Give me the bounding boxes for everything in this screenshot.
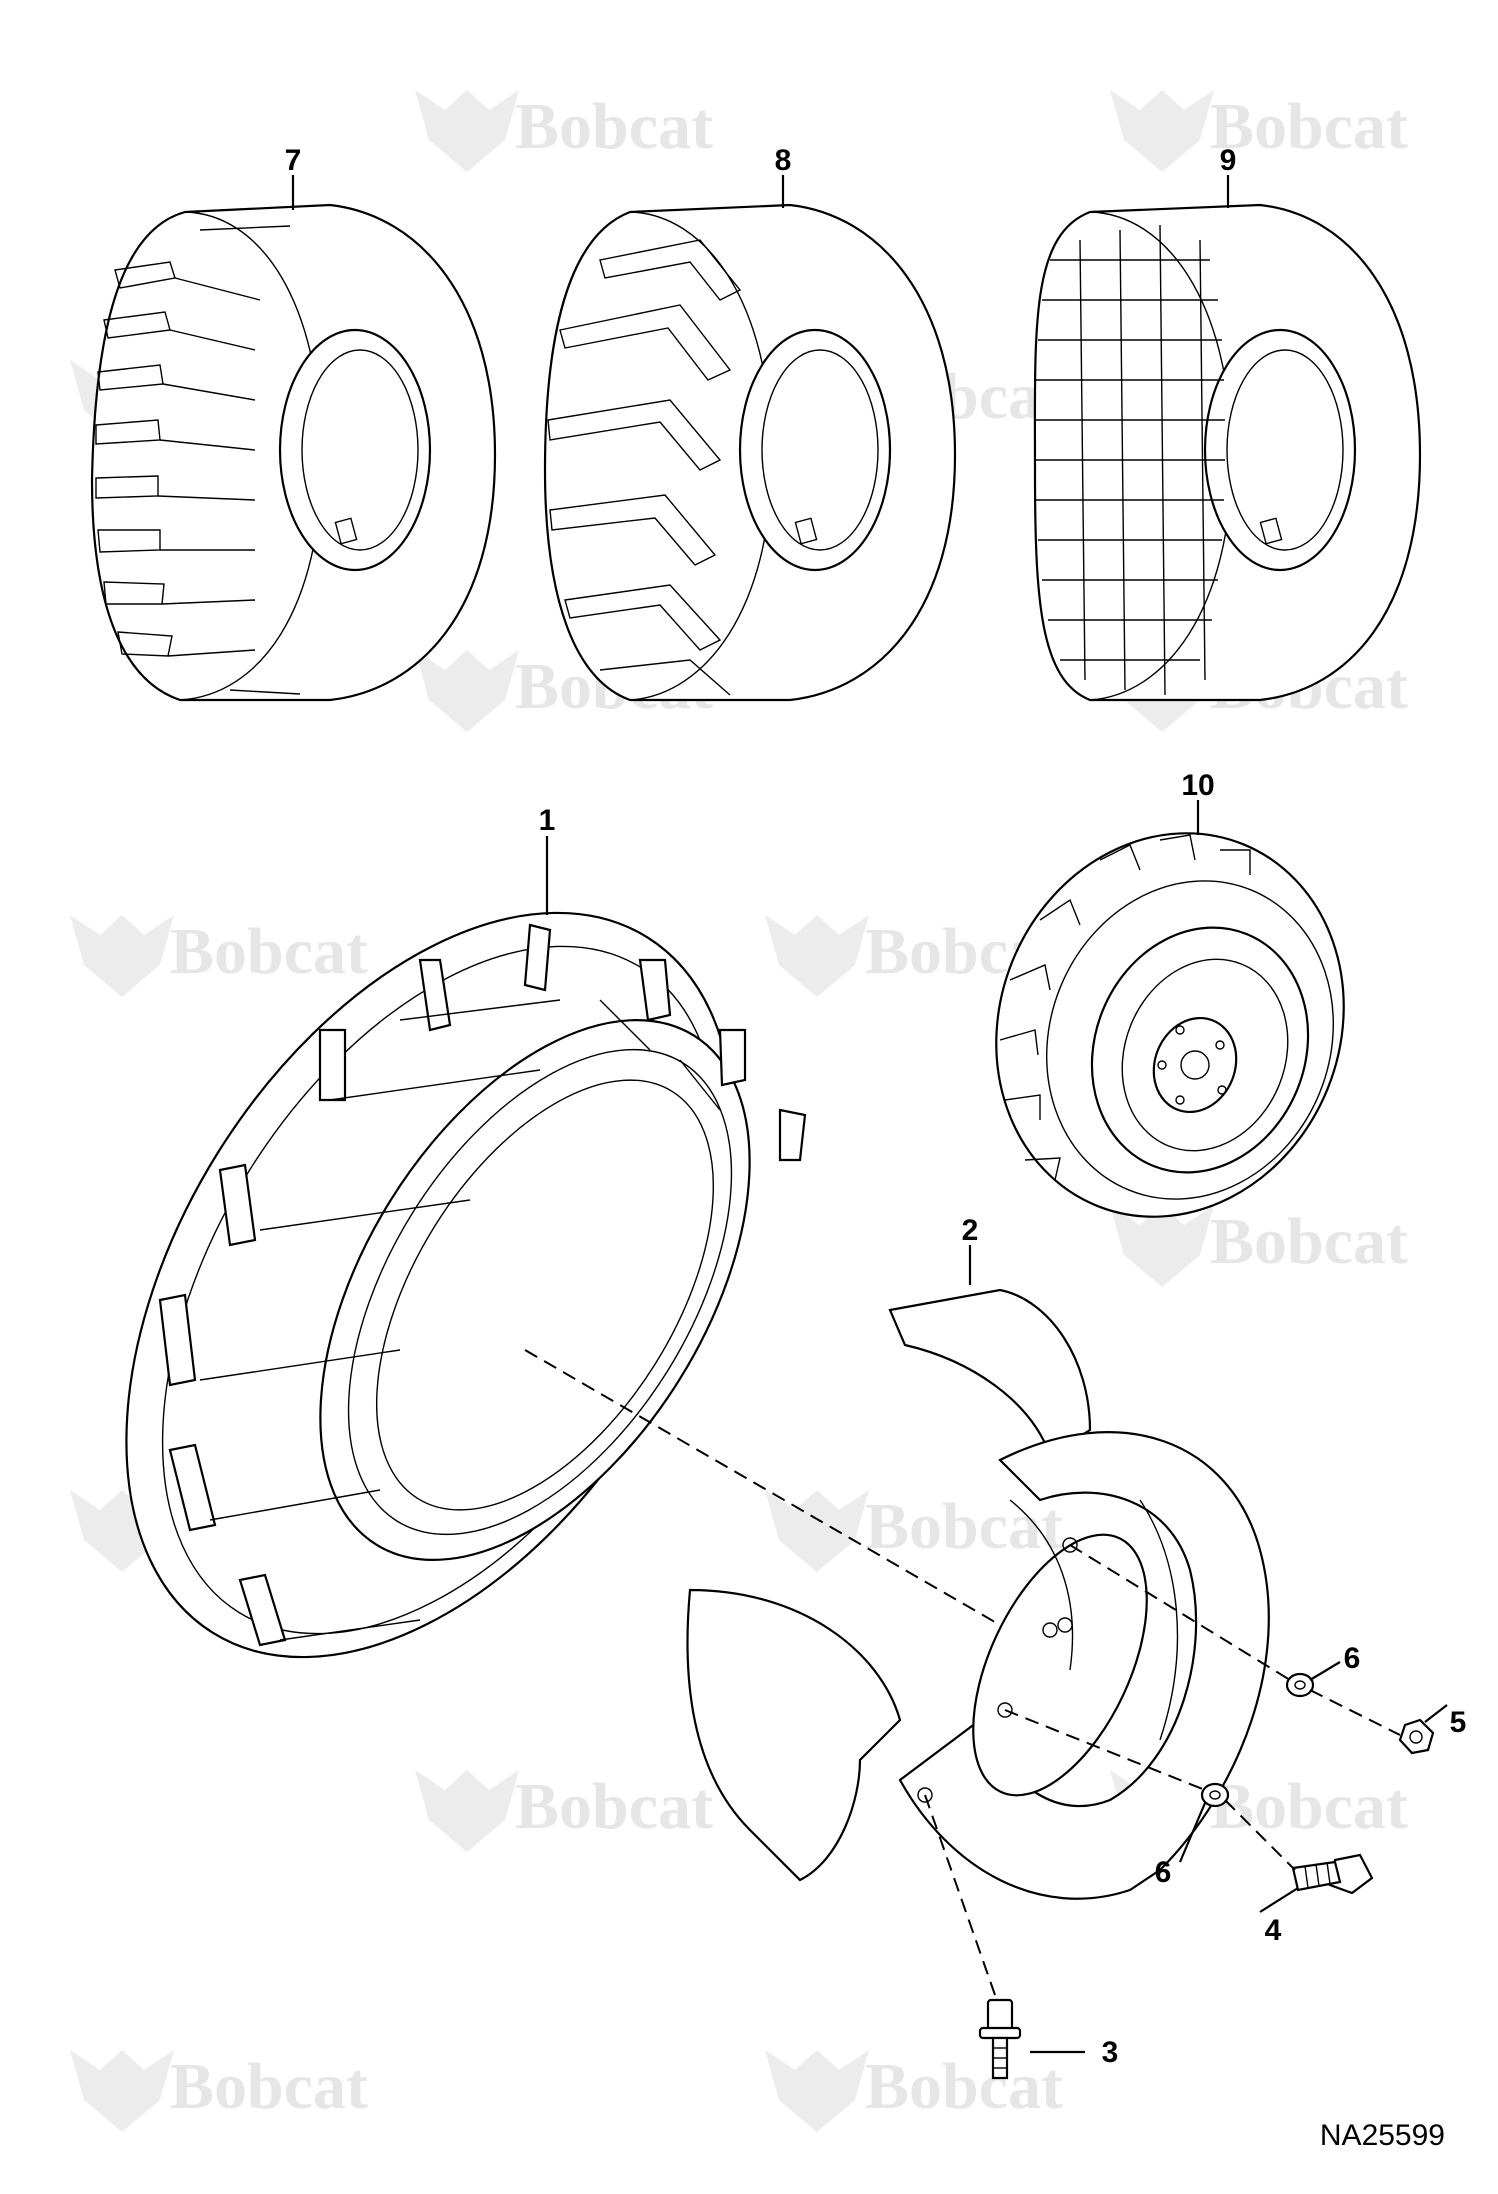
tire-9-rim: [1203, 328, 1357, 572]
watermark-text-2: Bobcat: [1210, 90, 1408, 163]
watermark-10: Bobcat: [1110, 1205, 1408, 1287]
watermark-text-15: Bobcat: [170, 2050, 368, 2123]
callout-1: 1: [539, 804, 556, 837]
callout-2: 2: [962, 1214, 979, 1247]
callout-6a: 6: [1344, 1642, 1361, 1675]
tire-1-tread-lines: [199, 999, 721, 1641]
tire-8: [543, 203, 957, 702]
tire-8-rim: [738, 328, 892, 572]
tire-7-rim: [278, 328, 432, 572]
washer-6b: [1200, 1782, 1230, 1808]
watermark-15: Bobcat: [70, 2050, 368, 2132]
watermark-16: Bobcat: [765, 2050, 1063, 2132]
watermark-2: Bobcat: [1110, 90, 1408, 172]
tire-7-tread: [95, 225, 301, 695]
watermark-13: Bobcat: [415, 1770, 713, 1852]
tire-1: [125, 911, 807, 1659]
callout-5: 5: [1450, 1706, 1467, 1739]
watermark-text-12: Bobcat: [865, 1490, 1063, 1563]
callout-4: 4: [1265, 1914, 1282, 1947]
watermark-text-16: Bobcat: [865, 2050, 1063, 2123]
callouts: 7 8 9 10 1 2 3 4 5 6 6: [285, 144, 1467, 2069]
callout-7: 7: [285, 144, 302, 177]
watermark-text-7: Bobcat: [170, 915, 368, 988]
callout-6b: 6: [1155, 1856, 1172, 1889]
callout-10: 10: [1181, 769, 1214, 802]
watermark-text-13: Bobcat: [515, 1770, 713, 1843]
tire-9-tread: [1035, 224, 1225, 696]
callout-8: 8: [775, 144, 792, 177]
assembly-lines: [524, 1349, 1401, 1996]
drawing-code: NA25599: [1320, 2119, 1445, 2152]
tire-1-lugs: [158, 923, 807, 1647]
watermark-text-10: Bobcat: [1210, 1205, 1408, 1278]
watermark-12: Bobcat: [765, 1490, 1063, 1572]
tire-10-hub: [1152, 1016, 1238, 1114]
callout-9: 9: [1220, 144, 1237, 177]
bolt-3: [978, 1998, 1022, 2080]
tire-1-rim: [319, 1019, 751, 1561]
bolt-4: [1291, 1853, 1374, 1895]
tire-7: [90, 203, 497, 702]
tire-10: [995, 832, 1345, 1218]
washer-6a: [1285, 1672, 1315, 1698]
tire-10-tread: [999, 834, 1251, 1181]
wheel-disc-2-hub: [972, 1533, 1148, 1797]
nut-5: [1398, 1718, 1435, 1755]
callout-3: 3: [1102, 2036, 1119, 2069]
tire-9: [1033, 203, 1422, 702]
tire-8-tread: [547, 239, 742, 696]
watermark-text-14: Bobcat: [1210, 1770, 1408, 1843]
watermark-7: Bobcat: [70, 915, 368, 997]
watermark-text-1: Bobcat: [515, 90, 713, 163]
leader-lines: [291, 175, 1448, 2054]
watermark-1: Bobcat: [415, 90, 713, 172]
wheel-disc-2: [686, 1288, 1270, 1900]
